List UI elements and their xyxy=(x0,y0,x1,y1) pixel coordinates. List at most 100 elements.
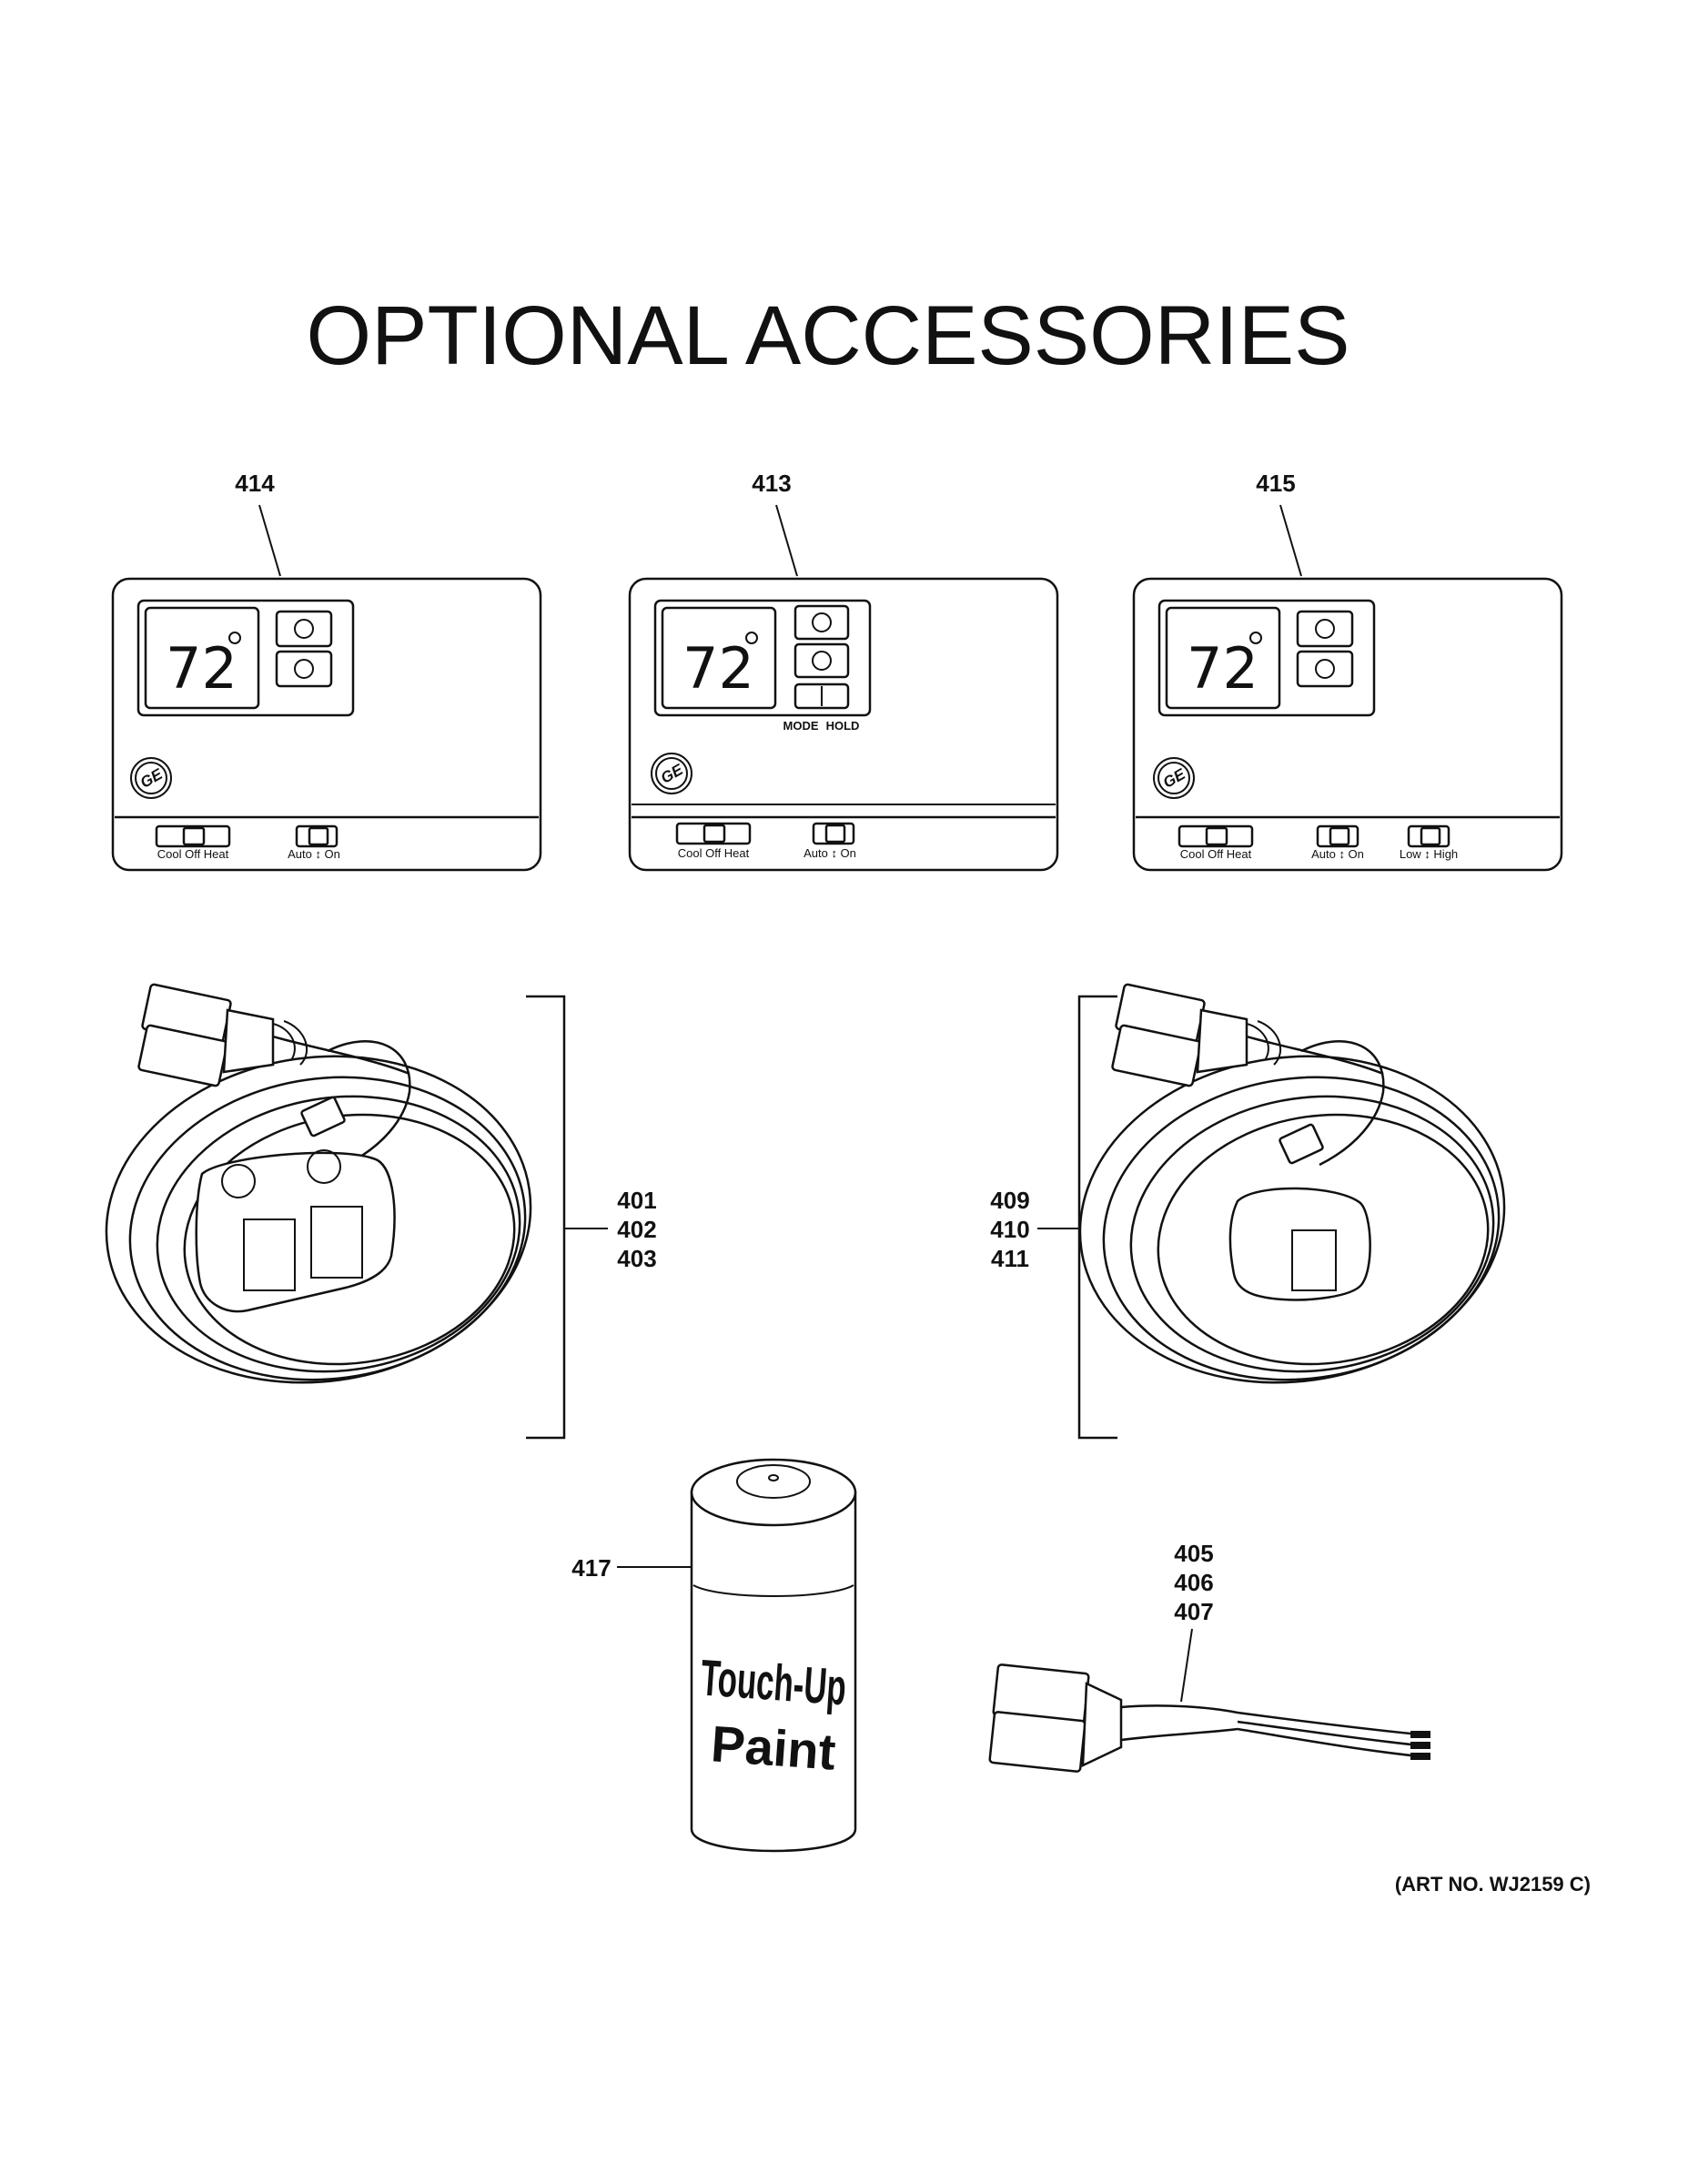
lcd-screen xyxy=(144,606,260,710)
wire-end xyxy=(1410,1742,1430,1749)
harness-wire xyxy=(1237,1711,1420,1736)
cord-connector xyxy=(1111,983,1282,1087)
can-top xyxy=(690,1458,857,1527)
degree-symbol xyxy=(745,632,758,644)
cord-connector xyxy=(137,983,308,1087)
lcd-temperature: 72 xyxy=(682,635,754,702)
remote-cord-two-button: 401 402 403 xyxy=(105,983,657,1440)
switch-knob xyxy=(182,826,206,846)
cord-coil xyxy=(1129,1095,1495,1373)
switch-label-fan: Auto ↕ On xyxy=(1311,847,1364,861)
callout-406: 406 xyxy=(1174,1569,1213,1596)
callout-403: 403 xyxy=(617,1245,656,1272)
switch-knob xyxy=(1420,826,1441,846)
callout-410: 410 xyxy=(990,1216,1029,1243)
thermostat-413: 413 72 MODE HOLD GE Cool Off Heat Auto ↕… xyxy=(628,470,1059,872)
switch-label-mode: Cool Off Heat xyxy=(678,846,750,860)
callout-407: 407 xyxy=(1174,1598,1213,1625)
button-dot-icon xyxy=(1315,619,1335,639)
switch-label-mode: Cool Off Heat xyxy=(1180,847,1252,861)
harness-sleeve xyxy=(1120,1704,1238,1714)
switch-label-speed: Low ↕ High xyxy=(1400,847,1458,861)
callout-402: 402 xyxy=(617,1216,656,1243)
wire-end xyxy=(1410,1731,1430,1738)
can-seam xyxy=(692,1584,854,1597)
cord-coil xyxy=(1078,1055,1506,1384)
leader-line xyxy=(1180,1628,1193,1703)
switch-knob xyxy=(1329,826,1350,846)
down-button[interactable] xyxy=(275,650,333,688)
touch-up-paint-can: 417 Touch-Up Paint xyxy=(571,1458,857,1853)
lcd-screen xyxy=(1165,606,1281,710)
up-button[interactable] xyxy=(1296,610,1354,648)
small-plug xyxy=(300,1096,346,1138)
wire-end xyxy=(1410,1753,1430,1760)
cord-coil xyxy=(156,1095,521,1373)
harness-connector-clip xyxy=(1081,1682,1123,1768)
degree-symbol xyxy=(1249,632,1262,644)
group-bracket xyxy=(526,995,566,1440)
art-number: (ART NO. WJ2159 C) xyxy=(1395,1873,1591,1896)
group-bracket xyxy=(1077,995,1117,1440)
sensor-housing xyxy=(1228,1187,1371,1301)
mode-label: MODE xyxy=(783,719,819,733)
remote-cord-one-button: 409 410 411 xyxy=(990,983,1506,1440)
switch-label-mode: Cool Off Heat xyxy=(157,847,229,861)
callout-411: 411 xyxy=(991,1245,1029,1272)
callout-409: 409 xyxy=(990,1187,1029,1214)
harness-connector xyxy=(988,1711,1087,1773)
button-dot-icon xyxy=(812,612,832,632)
cord-wire xyxy=(1300,1040,1385,1167)
thermostat-414: 414 72 GE Cool Off Heat Auto ↕ On xyxy=(111,470,542,872)
harness-wire xyxy=(1237,1727,1420,1758)
can-nozzle xyxy=(768,1474,779,1481)
degree-symbol xyxy=(228,632,241,644)
switch-knob xyxy=(824,824,846,844)
cord-coil xyxy=(105,1055,532,1384)
wire-harness: 405 406 407 xyxy=(988,1540,1430,1773)
sensor-window xyxy=(310,1206,363,1279)
lcd-screen xyxy=(661,606,777,710)
down-button[interactable] xyxy=(793,642,850,679)
switch-knob xyxy=(308,826,329,846)
leader-line xyxy=(1279,504,1302,577)
can-body xyxy=(690,1491,857,1853)
callout-405: 405 xyxy=(1174,1540,1213,1567)
harness-wire xyxy=(1237,1720,1420,1747)
switch-knob xyxy=(1205,826,1228,846)
hold-label: HOLD xyxy=(826,719,860,733)
sensor-button-icon xyxy=(221,1164,256,1198)
cord-wire xyxy=(327,1040,411,1167)
small-plug xyxy=(1279,1123,1324,1165)
down-button[interactable] xyxy=(1296,650,1354,688)
callout-413: 413 xyxy=(752,470,791,497)
button-dot-icon xyxy=(1315,659,1335,679)
harness-sleeve xyxy=(1120,1727,1238,1742)
button-dot-icon xyxy=(294,659,314,679)
up-button[interactable] xyxy=(793,604,850,641)
callout-415: 415 xyxy=(1256,470,1295,497)
cord-coil xyxy=(128,1076,527,1381)
up-button[interactable] xyxy=(275,610,333,648)
sensor-window xyxy=(243,1218,296,1291)
switch-label-fan: Auto ↕ On xyxy=(804,846,856,860)
leader-line xyxy=(775,504,798,577)
sensor-window xyxy=(1291,1229,1337,1291)
callout-414: 414 xyxy=(235,470,275,497)
callout-401: 401 xyxy=(617,1187,656,1214)
button-dot-icon xyxy=(812,651,832,671)
lcd-temperature: 72 xyxy=(1187,635,1258,702)
button-dot-icon xyxy=(294,619,314,639)
cord-coil xyxy=(1157,1113,1490,1366)
paint-label-line2: Paint xyxy=(709,1714,837,1780)
cord-coil xyxy=(1102,1076,1501,1381)
switch-label-fan: Auto ↕ On xyxy=(288,847,340,861)
lcd-temperature: 72 xyxy=(166,635,238,702)
sensor-button-icon xyxy=(307,1149,341,1184)
paint-label-line1: Touch-Up xyxy=(699,1648,848,1715)
leader-line xyxy=(258,504,281,577)
switch-knob xyxy=(702,824,726,844)
callout-417: 417 xyxy=(571,1554,611,1582)
can-nozzle-ring xyxy=(736,1464,811,1499)
